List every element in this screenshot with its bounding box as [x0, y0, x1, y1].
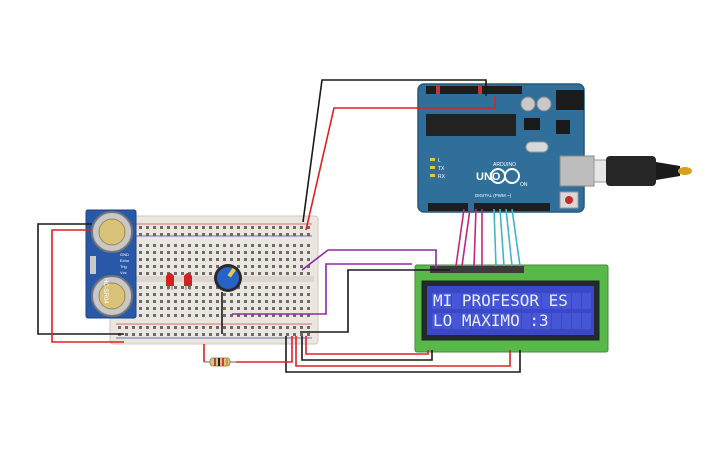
- lcd-module[interactable]: MI PROFESOR ES LO MAXIMO :3: [414, 264, 609, 353]
- wire-magenta-3: [473, 208, 477, 267]
- wire-sensor-gnd: [37, 223, 124, 335]
- sensor-pin-vcc: Vcc: [120, 270, 127, 275]
- lcd-line-2: LO MAXIMO :3: [433, 311, 549, 330]
- analog-header[interactable]: [474, 203, 550, 211]
- sensor-pin-trig: Trig: [120, 264, 127, 269]
- usb-port[interactable]: [559, 155, 595, 187]
- wire-purple-2: [232, 263, 412, 315]
- resistor[interactable]: [204, 357, 236, 367]
- l-label: L: [438, 158, 441, 164]
- digital-label: DIGITAL (PWM ~): [475, 193, 512, 198]
- reset-button[interactable]: [565, 196, 573, 204]
- arduino-brand-label: ARDUINO: [493, 162, 516, 168]
- sensor-model-label: HC-SR04: [102, 278, 108, 304]
- power-jack[interactable]: [556, 90, 584, 110]
- lcd-character-cells: [432, 293, 591, 329]
- on-label: ON: [520, 182, 528, 188]
- wire-magenta-2: [461, 208, 471, 267]
- wire-bottom-red-2: [305, 336, 429, 355]
- wire-bottom-black-1: [285, 336, 521, 373]
- usb-cable[interactable]: [593, 156, 692, 186]
- sensor-pin-gnd: GND: [120, 252, 129, 257]
- wire-cyan-3: [505, 208, 513, 267]
- wire-magenta-1: [455, 208, 465, 267]
- arduino-board[interactable]: UNO ARDUINO DIGITAL (PWM ~) TX RX L ON: [417, 83, 595, 213]
- wire-cyan-1: [493, 208, 497, 267]
- ultrasonic-sensor[interactable]: HC-SR04 GND Echo Trig Vcc: [85, 209, 137, 319]
- wire-bottom-red-1: [295, 336, 511, 367]
- sensor-pin-echo: Echo: [120, 258, 130, 263]
- wire-sensor-vcc: [51, 229, 124, 343]
- wire-black-lcd: [300, 269, 450, 333]
- atmega-chip: [426, 114, 516, 136]
- potentiometer[interactable]: [214, 264, 242, 292]
- wire-5v-arduino: [305, 96, 496, 231]
- arduino-logo: [490, 168, 520, 184]
- wire-purple-1: [301, 249, 437, 271]
- led-2[interactable]: [184, 273, 192, 290]
- wire-resistor-right: [236, 336, 293, 363]
- digital-header[interactable]: [426, 86, 522, 94]
- led-1[interactable]: [166, 273, 174, 290]
- rx-label: RX: [438, 174, 446, 180]
- breadboard[interactable]: [109, 215, 319, 345]
- wire-cyan-2: [499, 208, 505, 267]
- arduino-model-label: UNO: [476, 171, 501, 183]
- wires: [37, 79, 521, 373]
- lcd-pin-header[interactable]: [430, 266, 524, 273]
- lcd-line-1: MI PROFESOR ES: [433, 291, 568, 310]
- breadboard-holes: [118, 226, 310, 336]
- wire-cyan-4: [511, 208, 521, 267]
- wire-bottom-black-2: [301, 336, 433, 361]
- power-header[interactable]: [428, 203, 468, 211]
- wire-gnd-arduino: [302, 79, 487, 223]
- tx-label: TX: [438, 166, 445, 172]
